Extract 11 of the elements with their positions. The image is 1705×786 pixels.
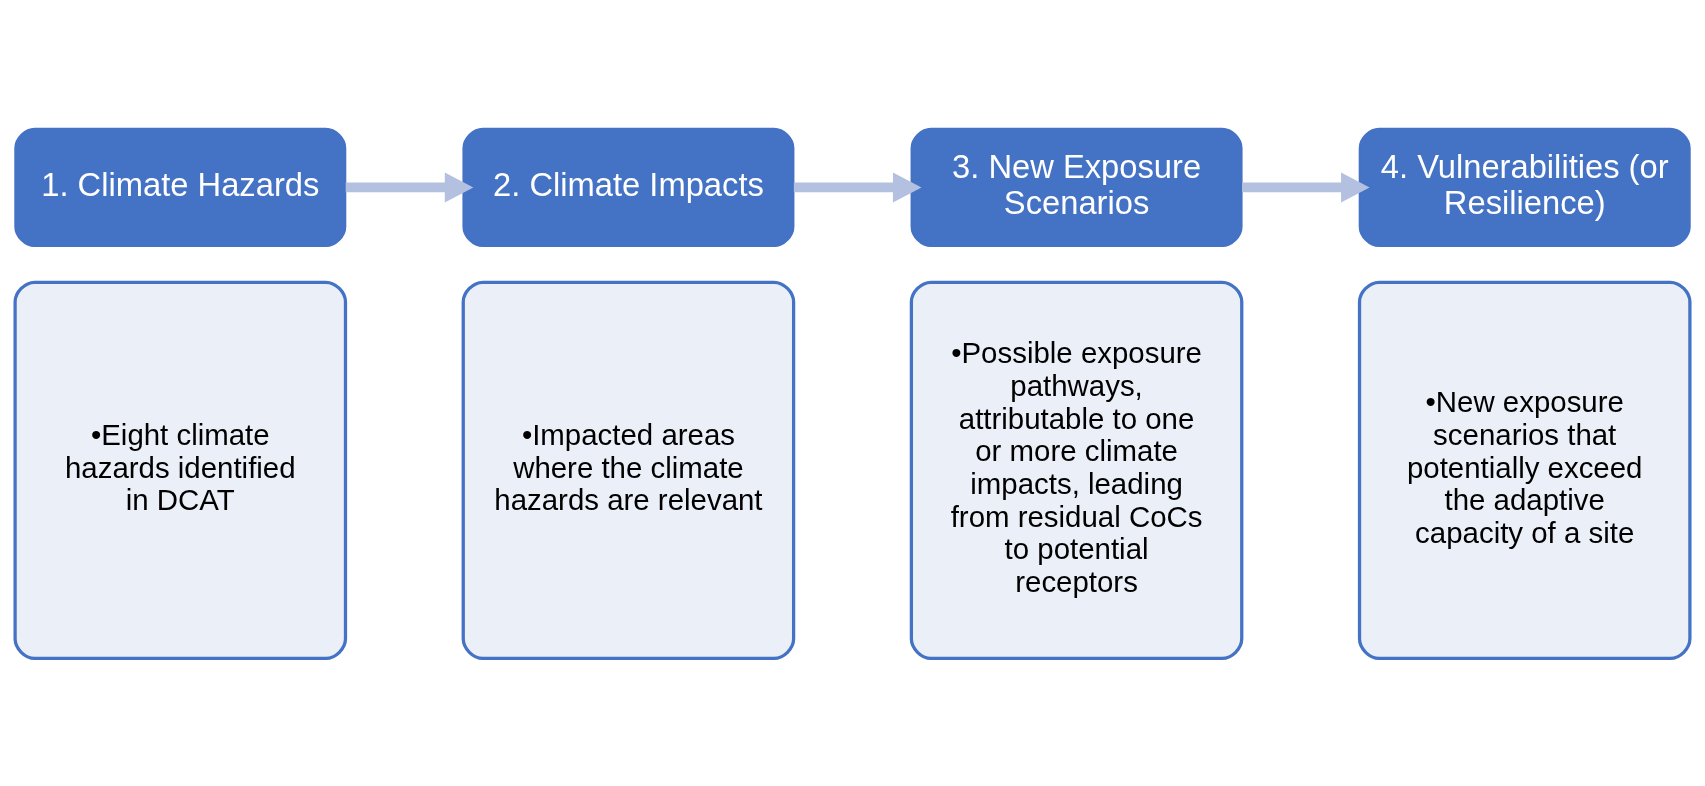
- node-box: •Eight climate hazards identified in DCAT: [13, 280, 348, 660]
- node-box: •Impacted areas where the climate hazards are relevant: [461, 280, 796, 660]
- node-box: 1. Climate Hazards: [14, 127, 347, 247]
- arrow: [345, 171, 474, 202]
- arrow: [793, 171, 922, 202]
- node-box: 4. Vulnerabilities (or Resilience): [1358, 127, 1691, 247]
- node-box: 3. New Exposure Scenarios: [910, 127, 1243, 247]
- arrow: [1242, 171, 1370, 202]
- node-box: •Possible exposure pathways, attributable to one or more climate impacts, leading from residual CoCs to potential receptors: [909, 280, 1244, 660]
- node-box: 2. Climate Impacts: [462, 127, 795, 247]
- node-box: •New exposure scenarios that potentially exceed the adaptive capacity of a site: [1357, 280, 1692, 660]
